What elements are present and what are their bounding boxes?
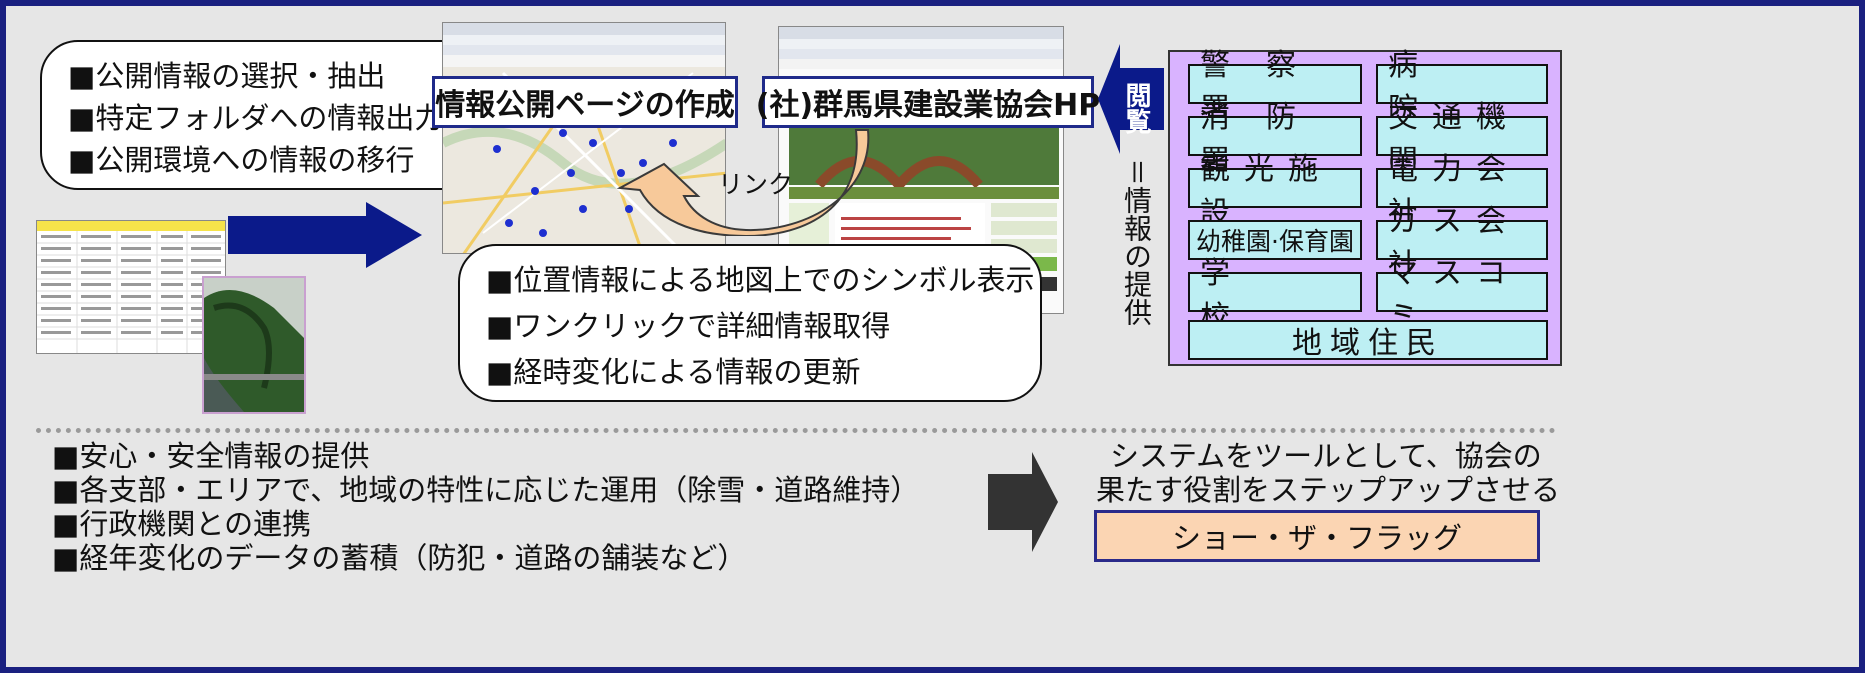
org-kindergarten: 幼稚園·保育園 [1188,220,1362,260]
org-hospital: 病院 [1376,48,1548,127]
browse-arrow [1098,44,1164,154]
association-hp-label: (社)群馬県建設業協会HP [756,76,1100,128]
organizations-panel: 警察署 病院 消防署 交通機関 観光施設 電力会社 幼稚園·保育園 ガス会社 学… [1168,48,1562,366]
benefit-2: ■各支部・エリアで、地域の特性に応じた運用（除雪・道路維持） [52,473,920,507]
org-tourism: 観光施設 [1188,152,1362,231]
org-tourism-label: 観光施設 [1200,152,1332,231]
section-divider [36,428,1556,433]
select-step-1: ■公開情報の選択・抽出 [68,59,386,93]
benefit-3: ■行政機関との連携 [52,507,312,541]
org-police-label: 警察署 [1200,48,1332,127]
features-box: ■位置情報による地図上でのシンボル表示 ■ワンクリックで詳細情報取得 ■経時変化… [458,244,1042,402]
goal-line-1: システムをツールとして、協会の [1110,439,1542,473]
feature-3: ■経時変化による情報の更新 [486,355,861,389]
photo-thumbnail [202,276,306,414]
org-police: 警察署 [1188,48,1362,127]
org-school: 学校 [1188,256,1362,335]
info-page-creation-label: 情報公開ページの作成 [432,76,738,128]
show-the-flag-box: ショー・ザ・フラッグ [1094,510,1540,562]
result-arrow [988,452,1058,552]
benefit-1: ■安心・安全情報の提供 [52,439,370,473]
org-transport: 交通機関 [1376,100,1548,179]
show-the-flag-label: ショー・ザ・フラッグ [1171,521,1462,555]
goal-line-2: 果たす役割をステップアップさせる [1096,473,1561,507]
org-residents: 地域住民 [1188,320,1548,361]
org-gas: ガス会社 [1376,204,1548,283]
flow-arrow-right [228,202,422,268]
feature-1: ■位置情報による地図上でのシンボル表示 [486,263,1035,297]
feature-2: ■ワンクリックで詳細情報取得 [486,309,891,343]
spreadsheet-thumbnail [36,220,226,354]
info-provision-label: ＝情報の提供 [1120,158,1153,327]
select-step-2: ■特定フォルダへの情報出力 [68,101,444,135]
benefit-4: ■経年変化のデータの蓄積（防犯・道路の舗装など） [52,541,747,575]
select-steps-box: ■公開情報の選択・抽出 ■特定フォルダへの情報出力 ■公開環境への情報の移行 [40,40,498,190]
link-label: リンク [718,170,794,199]
select-step-3: ■公開環境への情報の移行 [68,143,415,177]
org-residents-label: 地域住民 [1292,326,1444,361]
link-arrow [616,129,870,236]
org-media: マスコミ [1376,256,1548,335]
browse-label: 閲覧 [1121,82,1151,134]
org-kindergarten-label: 幼稚園·保育園 [1196,227,1354,256]
